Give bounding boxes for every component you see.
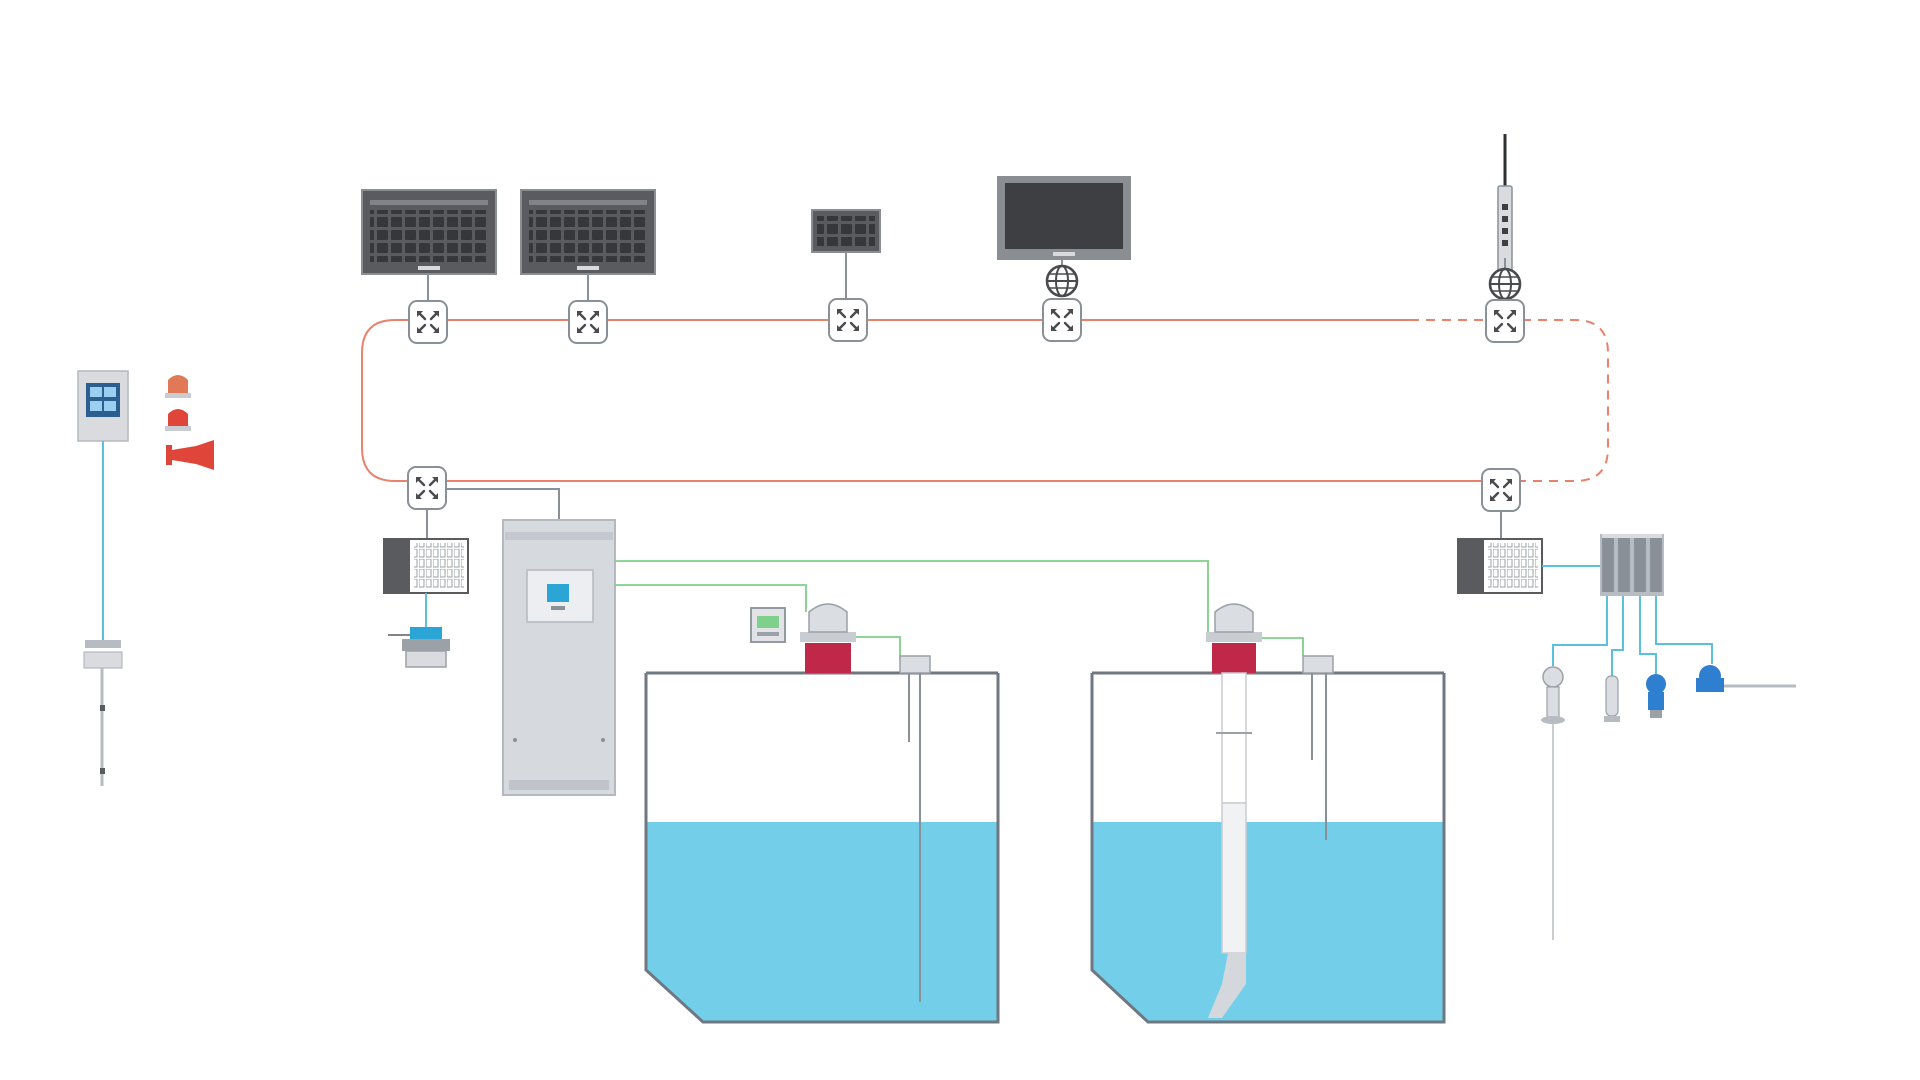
sensor-icon [1604,675,1620,722]
network-ring [361,319,1609,482]
network-switch-icon [1484,298,1526,344]
radar-level-icon [800,603,856,673]
antenna-icon [1497,134,1513,293]
cabinet-icon [502,519,616,796]
network-switch-icon [827,297,869,343]
globe-icon [1488,267,1522,301]
monitor-panel-icon [520,189,656,275]
transmitter-icon [1600,534,1664,596]
beacon-icon [165,375,191,398]
printer-icon [388,627,450,668]
network-switch-icon [406,465,448,511]
io-module-icon [383,538,469,594]
temperature-transmitter-icon [1696,665,1796,692]
monitor-panel-icon [811,209,881,253]
network-switch-icon [567,299,609,345]
probe-icon [1541,666,1565,940]
network-switch-icon [407,299,449,345]
beacon-icon [165,409,191,431]
analyzer-icon [83,640,123,786]
horn-icon [166,440,214,470]
alarm-panel-icon [77,370,129,442]
network-switch-icon [1480,467,1522,513]
field-wiring [1552,596,1713,676]
globe-icon [1045,264,1079,298]
radar-level-icon [1206,603,1262,673]
pressure-transmitter-icon [1646,674,1666,718]
tank-icon [644,603,1000,1024]
network-switch-icon [1041,297,1083,343]
tank-icon [1090,603,1446,1024]
io-module-icon [1457,538,1543,594]
meter-icon [750,607,786,643]
display-icon [997,176,1131,260]
monitor-panel-icon [361,189,497,275]
